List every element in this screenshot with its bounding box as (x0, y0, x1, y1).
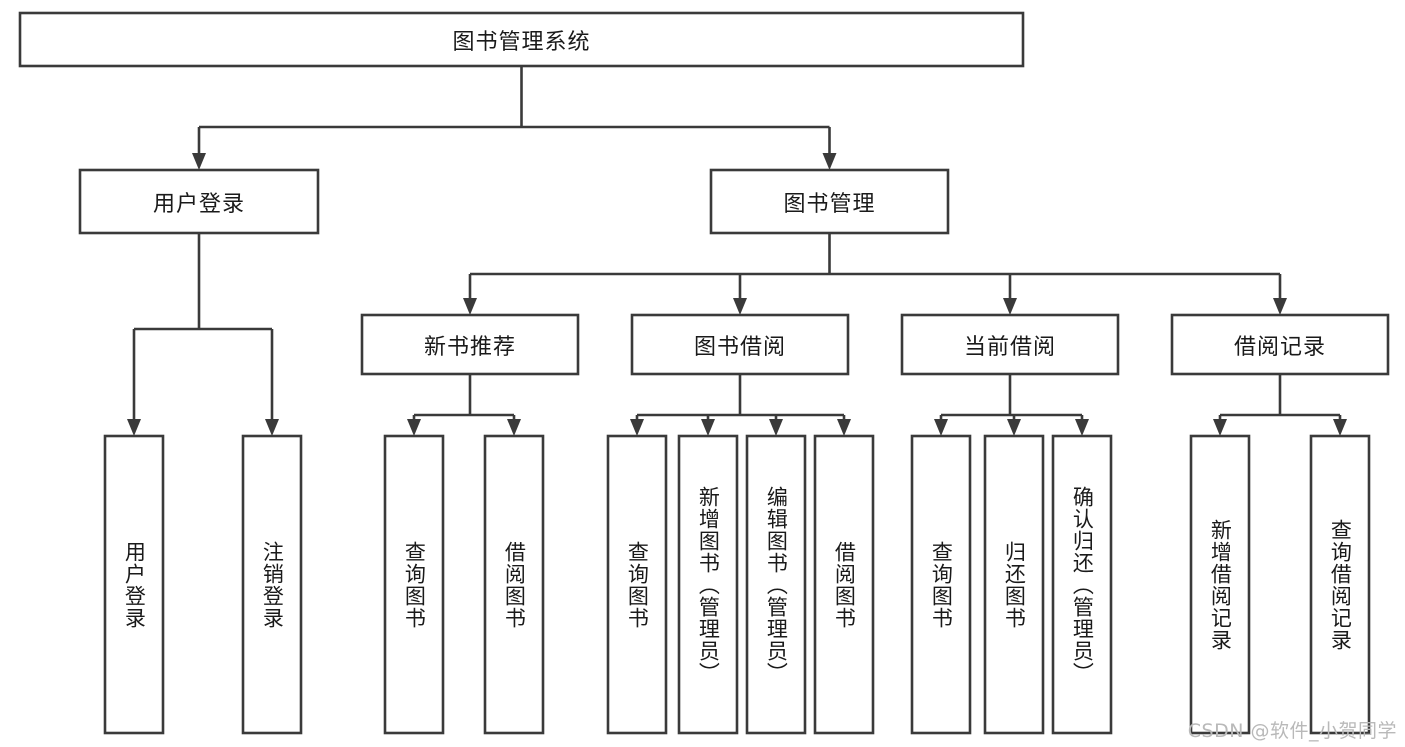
arrow-head-icon-leaf-10 (1075, 419, 1089, 436)
node-box-leaf-4-查询图书[interactable] (606, 434, 668, 735)
node-box-leaf-9-归还图书[interactable] (983, 434, 1045, 735)
node-box-leaf-2-查询图书[interactable] (383, 434, 445, 735)
arrow-head-icon-新书推荐 (463, 298, 477, 315)
node-box-root-图书管理系统[interactable] (18, 11, 1025, 68)
arrow-head-icon-用户登录 (192, 153, 206, 170)
node-box-leaf-11-新增借阅记录[interactable] (1189, 434, 1251, 735)
arrow-head-icon-借阅记录 (1273, 298, 1287, 315)
node-boxes (18, 11, 1390, 735)
arrow-head-icon-leaf-1 (265, 419, 279, 436)
connector-lines (127, 66, 1347, 436)
node-box-l3-借阅记录[interactable] (1170, 313, 1390, 376)
arrow-head-icon-leaf-4 (630, 419, 644, 436)
arrow-head-icon-leaf-5 (701, 419, 715, 436)
node-box-l3-当前借阅[interactable] (900, 313, 1120, 376)
node-box-leaf-5-新增图书管理员[interactable] (677, 434, 739, 735)
node-box-leaf-1-注销登录[interactable] (241, 434, 303, 735)
arrow-head-icon-leaf-8 (934, 419, 948, 436)
arrow-head-icon-图书借阅 (733, 298, 747, 315)
arrow-head-icon-leaf-7 (837, 419, 851, 436)
arrow-head-icon-leaf-11 (1213, 419, 1227, 436)
arrow-head-icon-图书管理 (822, 153, 837, 170)
node-box-l2-用户登录[interactable] (78, 168, 320, 235)
node-box-leaf-0-用户登录[interactable] (103, 434, 165, 735)
node-box-l2-图书管理[interactable] (709, 168, 950, 235)
arrow-head-icon-leaf-12 (1333, 419, 1347, 436)
arrow-head-icon-leaf-0 (127, 419, 141, 436)
arrow-head-icon-leaf-6 (769, 419, 783, 436)
node-box-leaf-3-借阅图书[interactable] (483, 434, 545, 735)
node-box-leaf-6-编辑图书管理员[interactable] (745, 434, 807, 735)
arrow-head-icon-leaf-2 (407, 419, 421, 436)
node-box-l3-图书借阅[interactable] (630, 313, 850, 376)
node-box-leaf-8-查询图书[interactable] (910, 434, 972, 735)
node-box-leaf-7-借阅图书[interactable] (813, 434, 875, 735)
node-box-leaf-10-确认归还管理员[interactable] (1051, 434, 1113, 735)
arrow-head-icon-当前借阅 (1003, 298, 1017, 315)
arrow-head-icon-leaf-3 (507, 419, 521, 436)
arrow-head-icon-leaf-9 (1007, 419, 1021, 436)
node-box-leaf-12-查询借阅记录[interactable] (1309, 434, 1371, 735)
node-box-l3-新书推荐[interactable] (360, 313, 580, 376)
